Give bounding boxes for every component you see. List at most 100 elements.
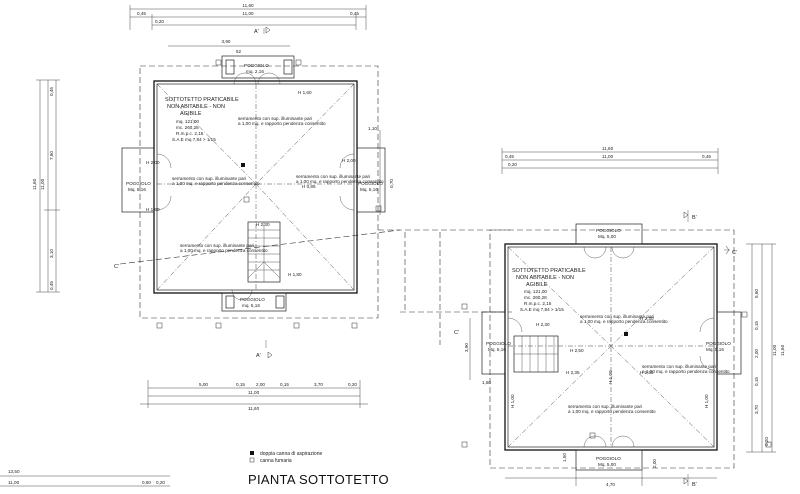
plan-a-left-dim-1: 7,60	[49, 151, 54, 160]
plan-a-balcony-top-name: POGGIOLO	[244, 63, 269, 68]
plan-b-section-marker-right: C'	[724, 245, 737, 256]
plan-b-section-marker-left: C'	[454, 330, 459, 336]
drawing-title: PIANTA SOTTOTETTO	[248, 472, 389, 487]
plan-b-room-stat-2: mc. 260,28	[524, 295, 547, 300]
plan-b-balcony-top-area: Mq. 5,00	[598, 234, 616, 239]
plan-b-roof-outline	[489, 229, 735, 469]
plan-b-dim-wall: 0,20	[508, 162, 517, 167]
plan-a-bottom-dim-6: 0,20	[348, 382, 357, 387]
plan-a-balcony-bottom: POGGIOLO mq. 5,16	[221, 289, 287, 312]
plan-a-room-line-3: AGIBILE	[180, 111, 202, 117]
plan-b-section-b-top: B'	[692, 215, 697, 221]
plan-b-room-stat-1: mq. 121,00	[524, 289, 547, 294]
plan-b-room-line-3: AGIBILE	[526, 282, 548, 288]
plan-b-chimneys	[589, 332, 628, 439]
plan-a-balcony-left: POGGIOLO Mq. 5,16	[121, 147, 172, 213]
plan-a-room-stat-1: mq. 121,00	[176, 119, 199, 124]
plan-b-right-dim-inner: 11,00	[772, 344, 777, 356]
plan-a-balcony-bottom-name: POGGIOLO	[240, 297, 265, 302]
plan-b-balcony-left-area: Mq. 5,16	[488, 347, 506, 352]
plan-a-room-stat-2: mc. 260,28	[176, 125, 199, 130]
plan-a-note-2a: serramento con sup. illuminante pari	[296, 174, 370, 179]
plan-a-right-dimensions: 1,10 0,70	[368, 126, 394, 215]
plan-a-note-2b: a 1,00 mq. e rapporto pendenza consentit…	[296, 179, 384, 184]
plan-b-height-1: H 2,50	[570, 348, 584, 353]
plan-a-note-1a: serramento con sup. illuminante pari	[238, 116, 312, 121]
plan-a-room-stat-3: R.m.p.c. 2,15	[176, 131, 204, 136]
plan-b-balcony-top: POGGIOLO Mq. 5,00	[575, 223, 643, 259]
plan-a-bottom-dimensions: 5,00 0,15 2,00 0,15 3,70 0,20 11,00 11,6…	[140, 380, 368, 411]
plan-b-balcony-bottom-name: POGGIOLO	[596, 456, 621, 461]
plan-b-right-dim-1: 5,60	[754, 289, 759, 298]
plan-b-height-5: H 2,35	[640, 370, 654, 375]
plan-a-height-7: H 2,00	[342, 158, 356, 163]
plan-a-height-6: H 1,80	[288, 272, 302, 277]
plan-b-balcony-bottom-area: Mq. 5,00	[598, 462, 616, 467]
plan-b-note-2a: serramento con sup. illuminante pari	[568, 404, 642, 409]
plan-a-far-bottom-dimensions: 13,50 11,00 0,60 0,20	[0, 469, 170, 487]
plan-b-right-dim-4: 0,15	[754, 321, 759, 330]
plan-a-dim-inner: 11,00	[242, 11, 254, 16]
plan-b-section-c-left: C'	[454, 330, 459, 336]
plan-b-balcony-right: POGGIOLO Mq. 5,16	[699, 311, 742, 375]
plan-a-far-dim-3: 0,60	[142, 480, 151, 485]
plan-a-balcony-right-name: POGGIOLO	[358, 181, 383, 186]
plan-a-note-4a: serramento con sup. illuminante pari	[180, 243, 254, 248]
plan-b-section-marker-top: B'	[683, 210, 697, 222]
plan-a-balcony-bottom-area: mq. 5,16	[242, 303, 260, 308]
plan-b-height-4: H 2,35	[566, 370, 580, 375]
plan-a-note-4b: a 1,00 mq. e rapporto pendenza consentit…	[180, 248, 268, 253]
plan-b-left-dimensions: 3,90 1,50	[464, 318, 491, 385]
plan-b-left-dim-2: 1,50	[482, 380, 491, 385]
plan-a-column-markers	[156, 59, 382, 329]
plans-connector	[378, 229, 512, 345]
plan-b-section-b-bottom: B'	[692, 482, 697, 488]
plan-b: 11,60 0,45 11,00 0,45 0,20 B'	[454, 146, 785, 488]
plan-b-section-c-right: C'	[732, 250, 737, 256]
plan-a-far-dim-1: 13,50	[8, 469, 20, 474]
plan-b-room-stat-3: R.m.p.c. 2,15	[524, 301, 552, 306]
plan-a-left-dim-4: 0,45	[49, 281, 54, 290]
chimney-legend-icon	[250, 451, 254, 455]
plan-b-height-8: H 1,00	[704, 394, 709, 408]
plan-a-section-a-bottom: A'	[256, 353, 261, 359]
plan-a-note-3b: a 1,00 mq. e rapporto pendenza consentit…	[172, 181, 260, 186]
plan-b-balcony-left: POGGIOLO Mq. 5,16	[481, 311, 523, 375]
plan-a-balcony-top: POGGIOLO mq. 2,16	[221, 55, 295, 85]
plan-b-dim-total: 11,60	[602, 146, 614, 151]
legend-flue-label: canna fumaria	[260, 458, 292, 464]
plan-a-dim-left-ovh: 0,45	[137, 11, 146, 16]
legend: doppia canna di aspirazione canna fumari…	[249, 451, 322, 464]
plan-b-bottom-dimensions: 4,70 1,50 2,00	[505, 453, 717, 487]
plan-a-balcony-right-area: Mq. 5,16	[360, 187, 378, 192]
plan-b-bottom-dim-2: 1,50	[562, 453, 567, 462]
plan-b-right-dim-2: 2,00	[754, 349, 759, 358]
plan-b-height-2: H 2,30	[536, 322, 550, 327]
plan-a-height-2: H 2,00	[146, 160, 160, 165]
plan-a-bottom-dim-4: 0,15	[280, 382, 289, 387]
plan-a-bottom-dim-8: 11,60	[248, 406, 260, 411]
plan-a-bottom-dim-3: 2,00	[256, 382, 265, 387]
plan-a-left-dimensions: 11,60 11,00 7,60 3,10 0,45 0,45	[32, 79, 60, 293]
flue-legend-icon	[249, 457, 255, 463]
plan-a-dim-wall: 0,20	[155, 19, 164, 24]
plan-a-room-label: SOTTOTETTO PRATICABILE NON ABITABILE - N…	[165, 97, 239, 142]
plan-a-far-dim-2: 11,00	[8, 480, 20, 485]
plan-a-note-3a: serramento con sup. illuminante pari	[172, 176, 246, 181]
plan-b-note-1b: a 1,00 mq. e rapporto pendenza consentit…	[580, 319, 668, 324]
plan-b-note-1a: serramento con sup. illuminante pari	[580, 314, 654, 319]
plan-b-room-stat-4: S.A.E mq 7,84 > 1/15	[520, 307, 564, 312]
plan-b-balcony-bottom: POGGIOLO Mq. 5,00	[575, 435, 643, 471]
plan-a-left-dim-3: 0,45	[49, 87, 54, 96]
plan-a-height-3: H 1,60	[146, 207, 160, 212]
plan-a-dim-right-ovh: 0,45	[350, 11, 359, 16]
plan-a-staircase	[247, 221, 281, 283]
plan-b-dim-right-ovh: 0,45	[702, 154, 711, 159]
plan-a-room-line-1: SOTTOTETTO PRATICABILE	[165, 97, 239, 103]
plan-b-column-markers	[461, 303, 772, 448]
plan-b-height-7: H 1,00	[510, 394, 515, 408]
plan-a-right-dim-1: 1,10	[368, 126, 377, 131]
plan-b-right-dim-3: 3,70	[754, 405, 759, 414]
plan-b-roof-ridges	[507, 246, 715, 448]
